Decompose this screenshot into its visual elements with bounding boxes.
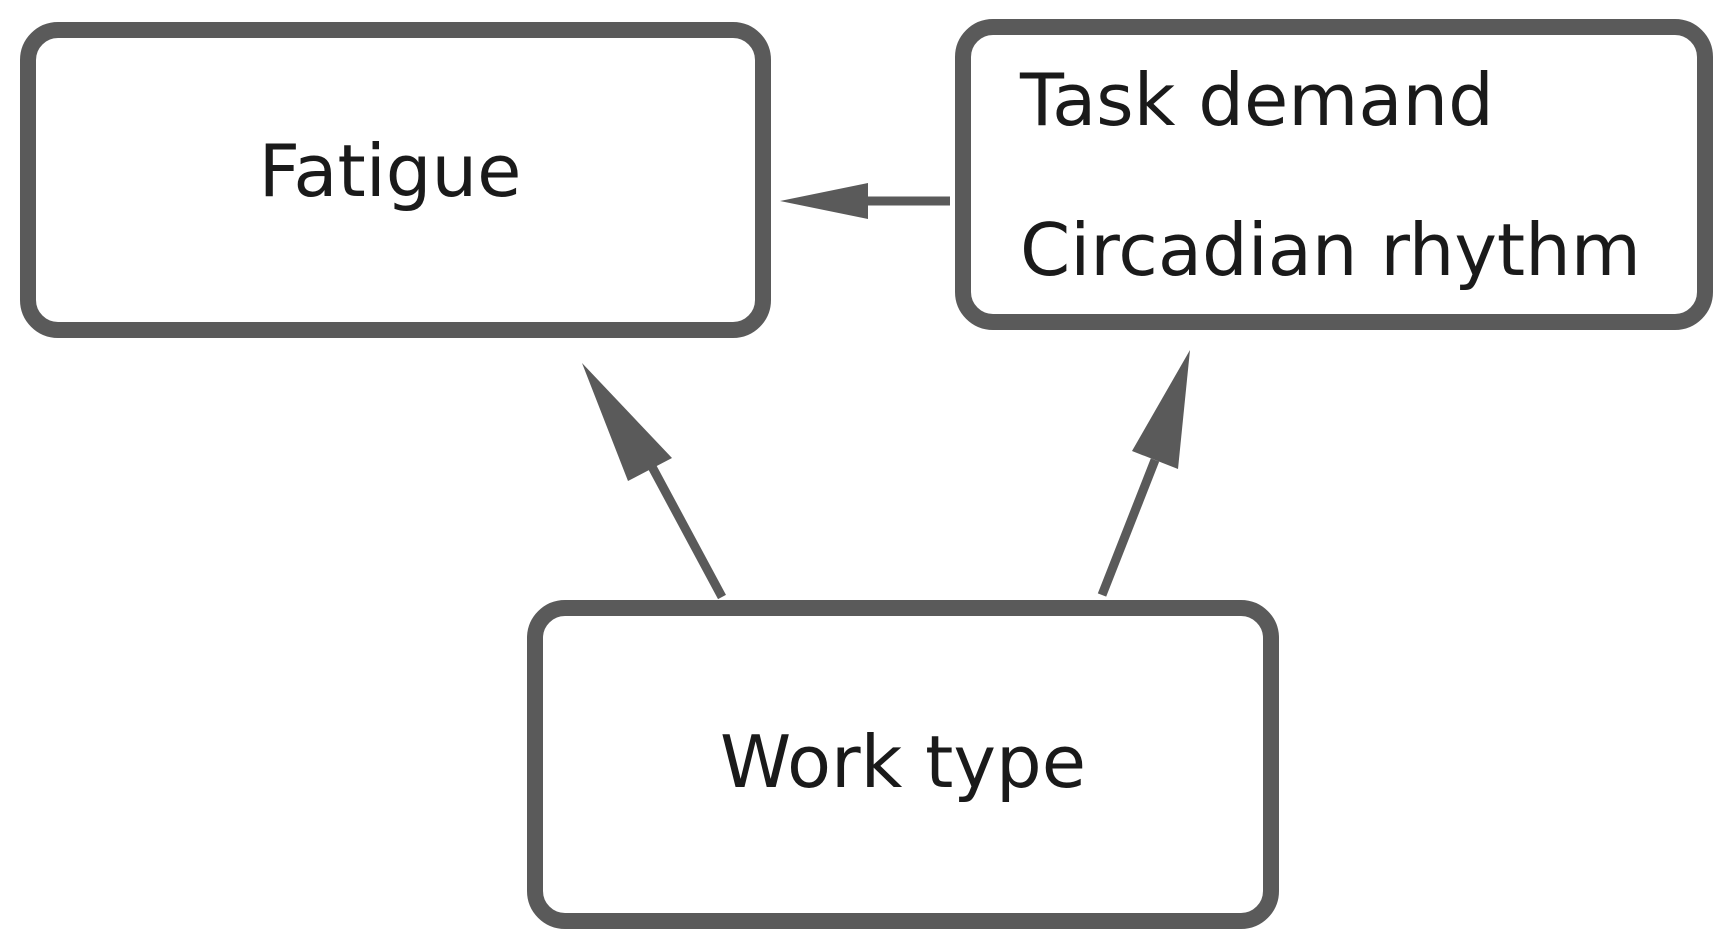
work-type-label: Work type [720,720,1086,804]
task-demand-label: Task demand [1019,58,1494,142]
arrow-factors-to-fatigue [780,183,950,219]
arrow-factors-to-fatigue-head [780,183,868,219]
factors-node: Task demand Circadian rhythm [955,19,1713,330]
fatigue-label: Fatigue [259,129,522,213]
arrow-worktype-to-factors-shaft [1097,458,1160,597]
arrow-worktype-to-fatigue-head [582,363,672,481]
work-type-box [527,600,1279,929]
arrow-worktype-to-fatigue [582,363,726,600]
factors-box [955,19,1713,330]
arrow-worktype-to-factors [1097,350,1190,597]
circadian-rhythm-label: Circadian rhythm [1020,208,1641,292]
fatigue-node: Fatigue [20,22,771,338]
arrow-worktype-to-factors-head [1132,350,1190,469]
work-type-node: Work type [527,600,1279,929]
fatigue-box [20,22,771,338]
arrow-worktype-to-fatigue-shaft [646,460,726,600]
